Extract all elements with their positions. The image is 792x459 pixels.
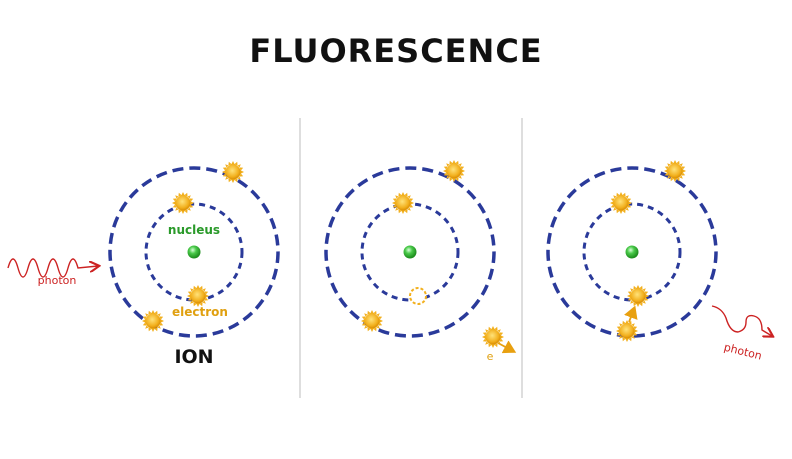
panel-absorption: nucleus electron ION photon: [7, 161, 280, 368]
photon-out-label: photon: [722, 341, 763, 363]
electron-inner-2: [627, 285, 649, 307]
inner-orbit: [144, 202, 244, 302]
electron-outer-1: [664, 160, 686, 182]
electron-inner-2: [187, 285, 209, 307]
emitted-photon-wave: [711, 305, 772, 336]
electron-vacancy: [409, 287, 427, 305]
ion-label: ION: [174, 346, 213, 368]
electron-label: electron: [172, 305, 228, 319]
electron-inner-1: [172, 192, 194, 214]
electron-outer-1: [222, 161, 244, 183]
electron-outer-2: [361, 310, 383, 332]
outer-orbit: [546, 166, 718, 338]
incoming-photon-wave: [7, 258, 98, 278]
ejection-arrow: [497, 340, 517, 354]
electron-inner-1: [392, 192, 414, 214]
transition-arrow: [624, 305, 638, 323]
panel-emission: photon: [546, 160, 772, 363]
inner-orbit: [582, 202, 682, 302]
ejected-electron-label: e: [487, 350, 494, 363]
panel-ejection: e: [324, 160, 517, 363]
electron-outer-2: [142, 310, 164, 332]
nucleus: [187, 245, 201, 259]
diagram-title: FLUORESCENCE: [249, 32, 543, 70]
nucleus-label: nucleus: [168, 223, 220, 237]
electron-outer-1: [443, 160, 465, 182]
nucleus: [403, 245, 417, 259]
nucleus: [625, 245, 639, 259]
photon-in-label: photon: [38, 274, 77, 287]
electron-transition: [616, 320, 638, 342]
outer-orbit: [108, 166, 280, 338]
outer-orbit: [324, 166, 496, 338]
electron-inner-1: [610, 192, 632, 214]
